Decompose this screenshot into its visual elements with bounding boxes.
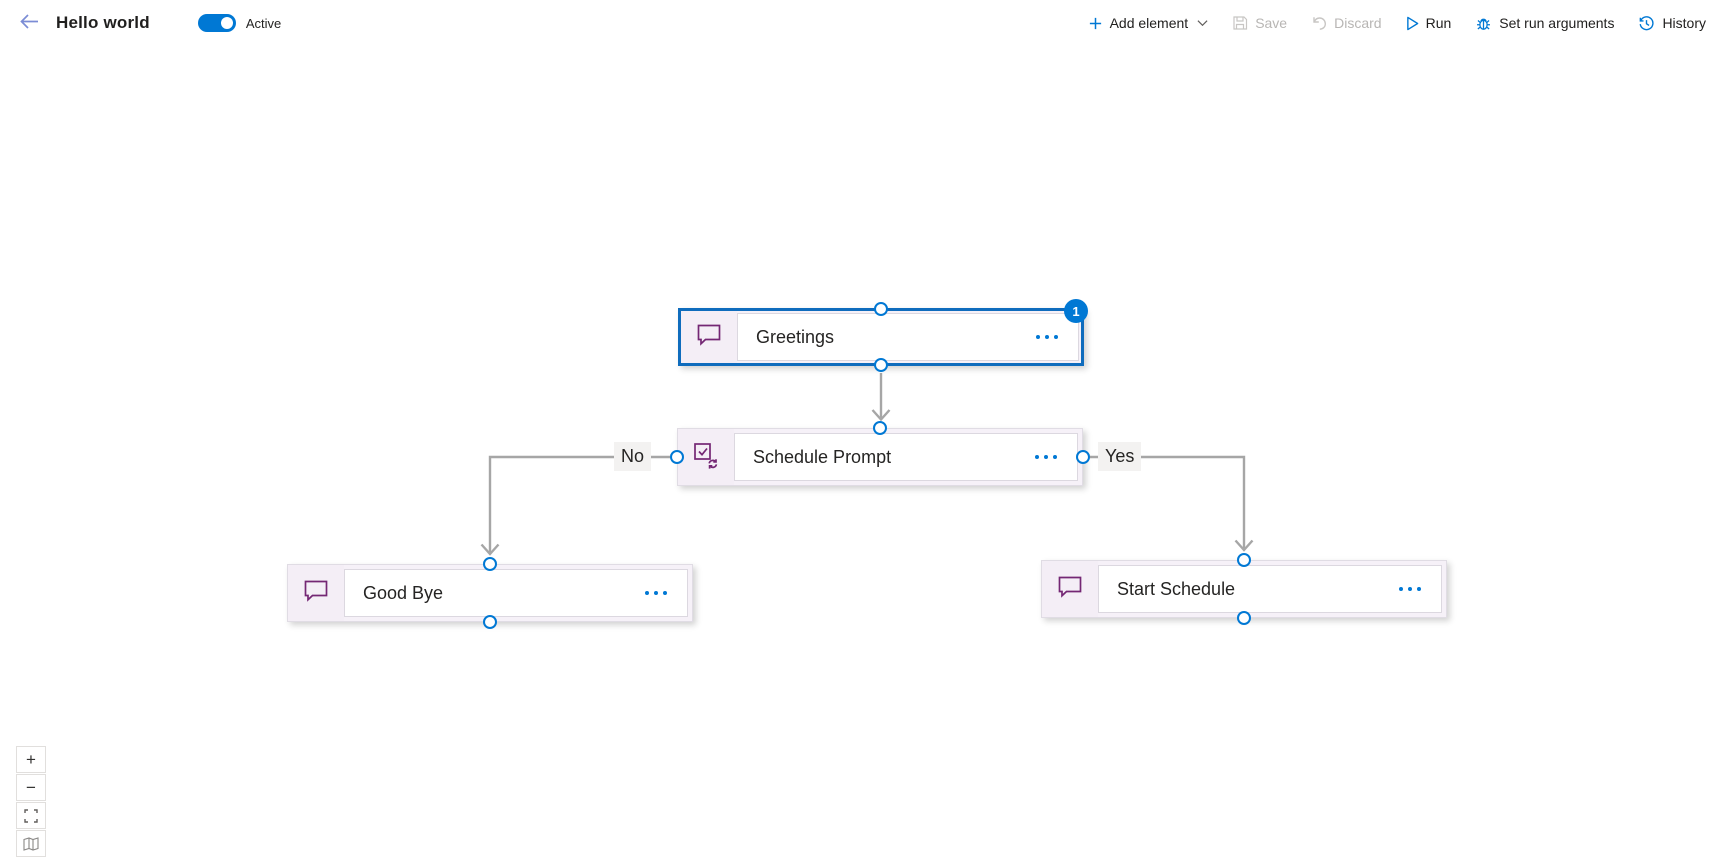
toggle-knob bbox=[220, 17, 233, 29]
ellipsis-icon bbox=[1036, 335, 1040, 339]
port-bottom[interactable] bbox=[483, 615, 497, 629]
undo-icon bbox=[1311, 15, 1327, 31]
page-title: Hello world bbox=[56, 13, 150, 32]
node-body: Good Bye bbox=[344, 569, 688, 617]
arrowhead-down-icon bbox=[871, 409, 891, 422]
back-button[interactable] bbox=[16, 10, 42, 36]
arrowhead-down-icon bbox=[1234, 539, 1254, 552]
branch-label-no[interactable]: No bbox=[614, 442, 652, 471]
toolbar: Add element Save Discard bbox=[1088, 15, 1706, 32]
add-element-label: Add element bbox=[1109, 15, 1189, 31]
more-options-button[interactable] bbox=[639, 585, 673, 601]
save-label: Save bbox=[1255, 15, 1288, 31]
chevron-down-icon bbox=[1197, 19, 1208, 27]
discard-button[interactable]: Discard bbox=[1311, 15, 1382, 31]
node-title: Start Schedule bbox=[1117, 578, 1236, 599]
connector-schedule-prompt-good-bye bbox=[488, 455, 670, 552]
branch-label-yes[interactable]: Yes bbox=[1098, 442, 1142, 471]
more-options-button[interactable] bbox=[1393, 581, 1427, 597]
port-left[interactable] bbox=[670, 450, 684, 464]
history-label: History bbox=[1662, 15, 1706, 31]
node-title: Greetings bbox=[756, 326, 835, 347]
port-top[interactable] bbox=[873, 421, 887, 435]
node-icon-box bbox=[288, 565, 344, 621]
history-icon bbox=[1638, 15, 1655, 32]
set-run-arguments-label: Set run arguments bbox=[1499, 15, 1615, 31]
node-schedule-prompt[interactable]: Schedule Prompt bbox=[670, 421, 1090, 486]
selection-count-badge: 1 bbox=[1064, 299, 1088, 323]
node-greetings[interactable]: Greetings 1 bbox=[678, 299, 1088, 372]
node-body: Start Schedule bbox=[1098, 565, 1442, 613]
node-title: Schedule Prompt bbox=[753, 446, 892, 467]
more-options-button[interactable] bbox=[1029, 449, 1063, 465]
node-body: Greetings bbox=[737, 313, 1079, 361]
run-button[interactable]: Run bbox=[1406, 15, 1452, 31]
zoom-in-button[interactable]: + bbox=[16, 746, 46, 773]
zoom-controls: + − bbox=[16, 746, 46, 857]
node-icon-box bbox=[678, 429, 734, 485]
discard-label: Discard bbox=[1334, 15, 1382, 31]
zoom-out-button[interactable]: − bbox=[16, 774, 46, 801]
node-start-schedule[interactable]: Start Schedule bbox=[1041, 553, 1447, 625]
port-top[interactable] bbox=[483, 557, 497, 571]
port-top[interactable] bbox=[874, 302, 888, 316]
node-title: Good Bye bbox=[363, 582, 444, 603]
active-toggle[interactable] bbox=[197, 14, 236, 32]
fit-to-screen-icon bbox=[24, 808, 38, 823]
arrow-left-icon bbox=[19, 13, 40, 33]
active-toggle-label: Active bbox=[245, 15, 282, 31]
port-top[interactable] bbox=[1237, 553, 1251, 567]
port-bottom[interactable] bbox=[1237, 611, 1251, 625]
set-run-arguments-button[interactable]: Set run arguments bbox=[1475, 15, 1614, 32]
ellipsis-icon bbox=[645, 591, 649, 595]
more-options-button[interactable] bbox=[1030, 329, 1064, 345]
ellipsis-icon bbox=[1399, 587, 1403, 591]
save-icon bbox=[1232, 15, 1248, 31]
prompt-icon bbox=[692, 441, 720, 474]
ellipsis-icon bbox=[1035, 455, 1039, 459]
plus-icon bbox=[1088, 16, 1103, 31]
message-icon bbox=[1057, 575, 1083, 604]
message-icon bbox=[696, 323, 722, 352]
port-right[interactable] bbox=[1076, 450, 1090, 464]
fit-to-screen-button[interactable] bbox=[16, 802, 46, 829]
play-icon bbox=[1406, 16, 1419, 31]
bug-icon bbox=[1475, 15, 1492, 32]
node-good-bye[interactable]: Good Bye bbox=[287, 557, 693, 629]
message-icon bbox=[303, 579, 329, 608]
run-label: Run bbox=[1425, 15, 1452, 31]
flow-canvas[interactable]: Greetings 1 bbox=[0, 46, 1722, 862]
arrowhead-down-icon bbox=[480, 543, 500, 556]
history-button[interactable]: History bbox=[1638, 15, 1706, 32]
node-icon-box bbox=[681, 311, 737, 363]
node-body: Schedule Prompt bbox=[734, 433, 1078, 481]
add-element-button[interactable]: Add element bbox=[1088, 15, 1209, 31]
map-icon bbox=[23, 836, 39, 851]
top-bar: Hello world Active Add element Save bbox=[0, 0, 1722, 46]
node-icon-box bbox=[1042, 561, 1098, 617]
save-button[interactable]: Save bbox=[1232, 15, 1287, 31]
port-bottom[interactable] bbox=[874, 358, 888, 372]
minimap-button[interactable] bbox=[16, 830, 46, 857]
